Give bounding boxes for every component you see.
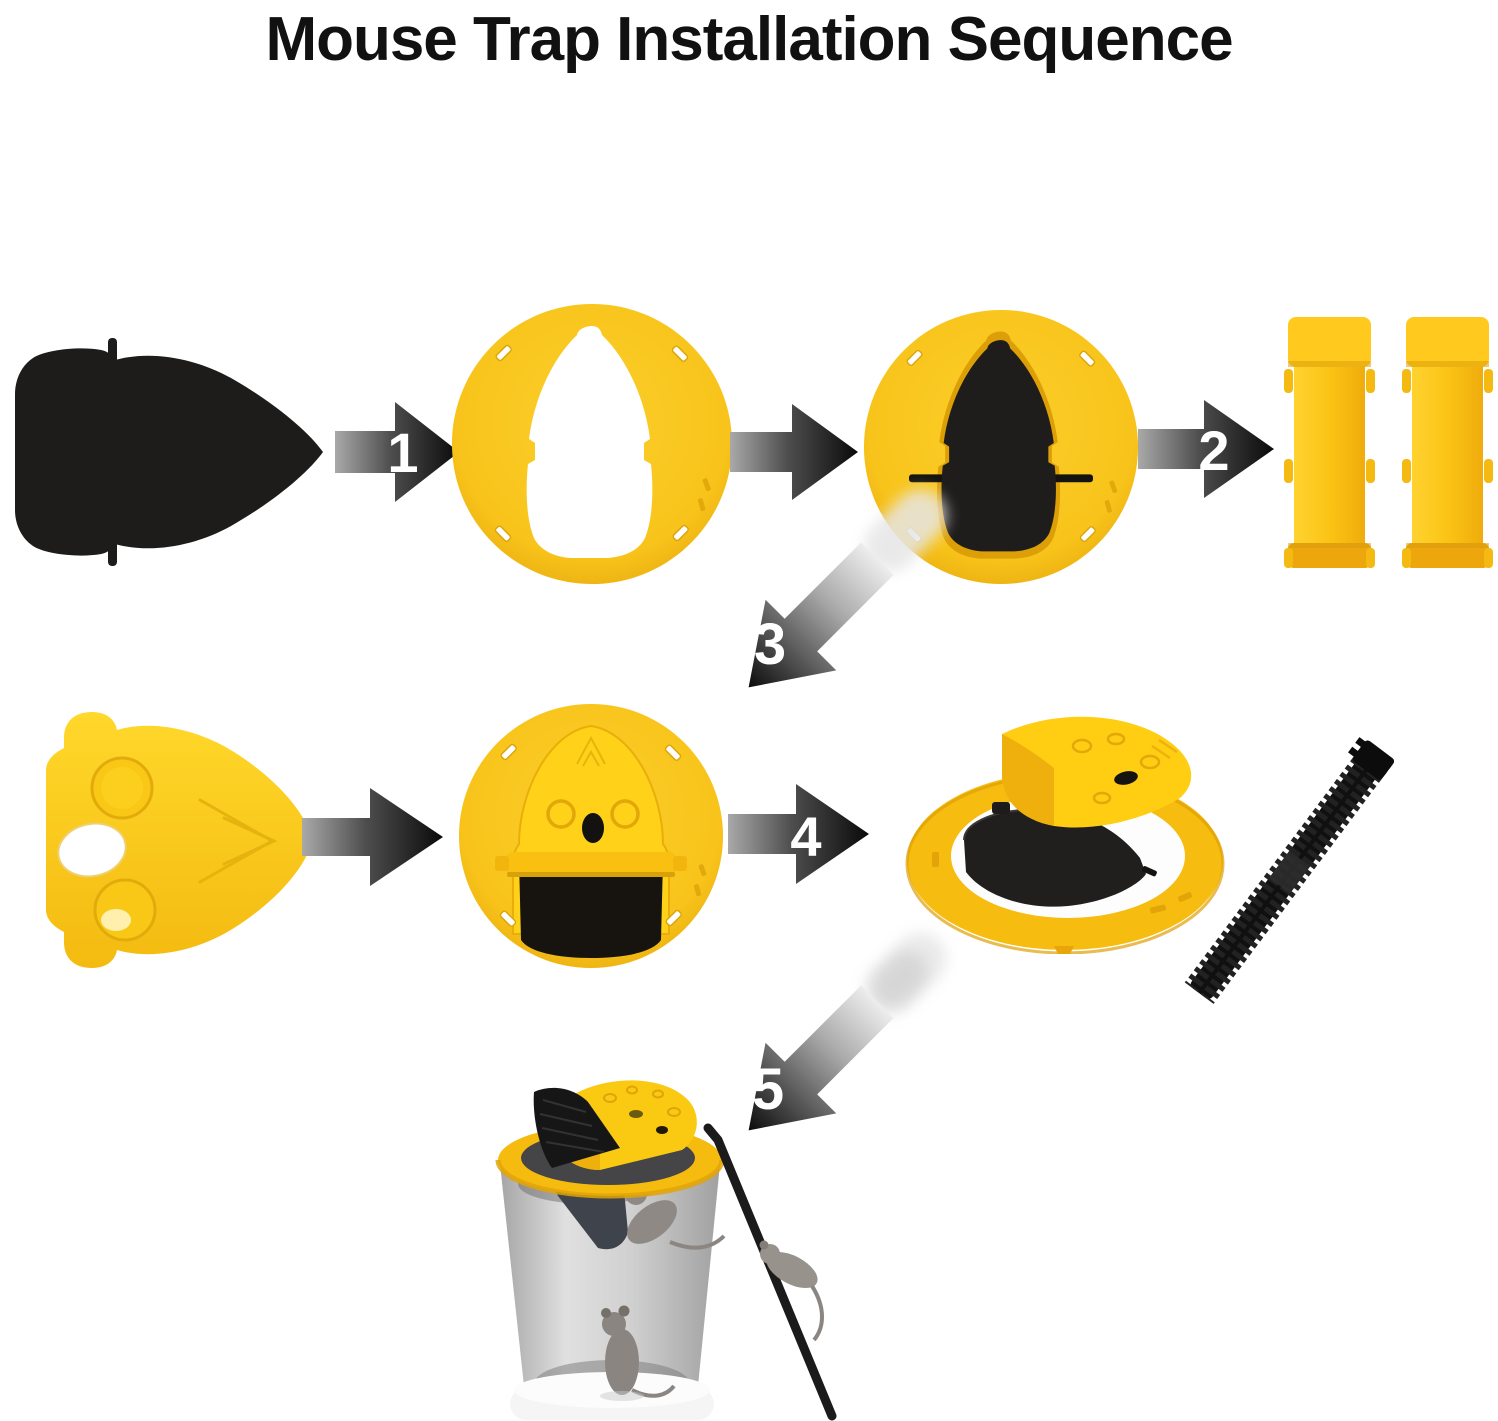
flip-door-open: [964, 809, 1146, 907]
door-opening: [519, 860, 663, 958]
lid-ring-with-cutout: [450, 302, 734, 586]
flat-trap-door-panel: [28, 708, 318, 972]
arrow-plain-bottom: [300, 772, 445, 902]
arrow-step-1: 1: [333, 384, 461, 520]
step-number-1: 1: [387, 421, 418, 484]
flip-door-tilted: [533, 1087, 620, 1168]
black-trap-door-panel: [5, 336, 335, 568]
arrow-step-4: 4: [726, 768, 871, 900]
mouse-on-stick: [759, 1240, 824, 1342]
page-title: Mouse Trap Installation Sequence: [265, 5, 1233, 74]
arrow-emboss: [576, 735, 606, 767]
arrow-plain-top: [728, 388, 860, 516]
climbing-ramp-stick: [1175, 728, 1415, 1018]
step-number-5: 5: [752, 1057, 784, 1122]
through-hole: [57, 822, 127, 878]
bucket-clip-right: [1401, 312, 1494, 573]
bucket-clip-left: [1283, 312, 1376, 573]
step-number-4: 4: [790, 805, 821, 868]
leaning-stick: [703, 1123, 837, 1421]
assembled-lid-front: [457, 700, 725, 972]
bucket-trap-scene: [440, 1056, 920, 1421]
screw-bosses: [546, 799, 640, 829]
cheese-hole-marks: [1071, 732, 1161, 805]
chevron-emboss: [198, 798, 278, 884]
step-number-3: 3: [754, 612, 786, 677]
mouse-in-bucket: [600, 1305, 676, 1401]
assembled-lid-3d: [902, 706, 1232, 954]
arrow-step-3: 3: [700, 489, 947, 727]
arrow-step-5: 5: [700, 932, 947, 1170]
step-number-2: 2: [1198, 419, 1229, 482]
ring-notches: [499, 743, 682, 927]
bait-hole: [582, 813, 604, 843]
arrow-step-2: 2: [1136, 384, 1276, 514]
ring-notches: [494, 344, 689, 542]
